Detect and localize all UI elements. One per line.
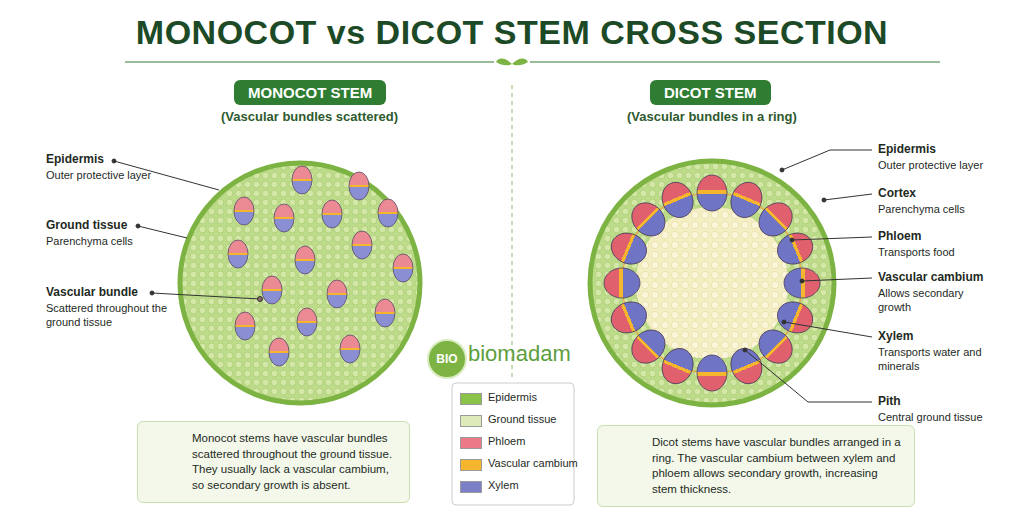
- legend-swatch: [460, 481, 482, 493]
- heading-pill: DICOT STEM: [650, 80, 771, 105]
- vascular-bundle: [322, 200, 342, 228]
- bundle-shape: [697, 175, 727, 211]
- legend-text: Vascular cambium: [488, 457, 578, 469]
- title: MONOCOT vs DICOT STEM CROSS SECTION: [0, 10, 1024, 54]
- bundle-shape: [726, 344, 767, 389]
- vascular-bundle: [297, 308, 317, 336]
- callout-label: Parenchyma cells: [878, 202, 965, 216]
- bundle-shape: [697, 355, 727, 391]
- vascular-bundle: [773, 228, 818, 269]
- bundle-shape: [607, 297, 652, 338]
- node-text: Monocot stems have vascular bundles scat…: [192, 431, 399, 493]
- vascular-bundle: [349, 172, 369, 200]
- callout-label: Scattered throughout the ground tissue: [46, 301, 174, 330]
- vascular-bundle: [697, 355, 727, 391]
- vascular-bundle: [340, 335, 360, 363]
- leaf-icon: [496, 59, 528, 66]
- vascular-bundle: [607, 297, 652, 338]
- legend-swatch: [460, 415, 482, 427]
- monocot-bundles: [228, 166, 413, 366]
- vascular-bundle: [784, 268, 820, 298]
- vascular-bundle: [352, 231, 372, 259]
- node-text: DICOT STEM: [664, 84, 757, 101]
- dicot-epidermis: [590, 161, 834, 405]
- vascular-bundle: [235, 312, 255, 340]
- bundle-shape: [773, 228, 818, 269]
- node-text: Dicot stems have vascular bundles arrang…: [652, 435, 904, 497]
- callout-label: Ground tissue: [46, 218, 127, 234]
- callout-label: Transports food: [878, 245, 955, 259]
- legend-text: Xylem: [488, 479, 519, 491]
- vascular-bundle: [657, 178, 698, 223]
- node-text: BIO: [429, 341, 465, 377]
- bundle-shape: [657, 178, 698, 223]
- legend-text: Phloem: [488, 435, 525, 447]
- logo-circle: BIO: [427, 339, 467, 379]
- legend-box: [452, 383, 574, 505]
- vascular-bundle: [295, 246, 315, 274]
- legend-text: Epidermis: [488, 391, 537, 403]
- monocot-ground: [180, 163, 420, 403]
- callout-label: Parenchyma cells: [46, 234, 133, 248]
- callout-label: Epidermis: [46, 152, 104, 168]
- title-rule: [530, 61, 940, 62]
- monocot-epidermis: [180, 163, 420, 403]
- vascular-bundle: [327, 280, 347, 308]
- vascular-bundle: [269, 338, 289, 366]
- vascular-bundle: [378, 199, 398, 227]
- note-box: Monocot stems have vascular bundles scat…: [137, 421, 410, 503]
- callout-label: Outer protective layer: [46, 168, 151, 182]
- vascular-bundle: [234, 197, 254, 225]
- vascular-bundle: [274, 204, 294, 232]
- legend-text: Ground tissue: [488, 413, 556, 425]
- monocot-cells: [180, 163, 420, 403]
- callout-label: Cortex: [878, 186, 916, 202]
- callout-label: Epidermis: [878, 142, 936, 158]
- callout-label: Central ground tissue: [878, 410, 983, 424]
- vascular-bundle: [604, 268, 640, 298]
- callout-label: Phloem: [878, 229, 921, 245]
- callout-label: Allows secondary growth: [878, 286, 988, 315]
- title-rule: [125, 61, 494, 62]
- heading-pill: MONOCOT STEM: [234, 80, 386, 105]
- legend-swatch: [460, 459, 482, 471]
- dicot-cells: [590, 161, 834, 405]
- callout-label: Transports water and minerals: [878, 345, 1003, 374]
- callout-label: Outer protective layer: [878, 158, 983, 172]
- subtitle: (Vascular bundles scattered): [221, 109, 398, 126]
- callout-label: Vascular bundle: [46, 285, 138, 301]
- callout-label: Xylem: [878, 329, 913, 345]
- leader-lines: [112, 150, 872, 402]
- vascular-bundle: [375, 299, 395, 327]
- cambium-ring: [622, 193, 802, 373]
- vascular-bundle: [393, 254, 413, 282]
- subtitle: (Vascular bundles in a ring): [627, 109, 797, 126]
- legend-swatch: [460, 437, 482, 449]
- divider: [512, 85, 513, 380]
- vascular-bundle: [726, 344, 767, 389]
- legend-swatch: [460, 393, 482, 405]
- dicot-bundles: [604, 175, 820, 391]
- bundle-shape: [784, 268, 820, 298]
- callout-label: Vascular cambium: [878, 270, 983, 286]
- vascular-bundle: [228, 240, 248, 268]
- node-text: MONOCOT STEM: [248, 84, 372, 101]
- watermark: biomadam: [468, 340, 571, 369]
- callout-label: Pith: [878, 394, 901, 410]
- note-box: Dicot stems have vascular bundles arrang…: [597, 425, 915, 507]
- bundle-shape: [604, 268, 640, 298]
- dicot-cortex: [590, 161, 834, 405]
- vascular-bundle: [292, 166, 312, 194]
- vascular-bundle: [697, 175, 727, 211]
- vascular-bundle: [262, 276, 282, 304]
